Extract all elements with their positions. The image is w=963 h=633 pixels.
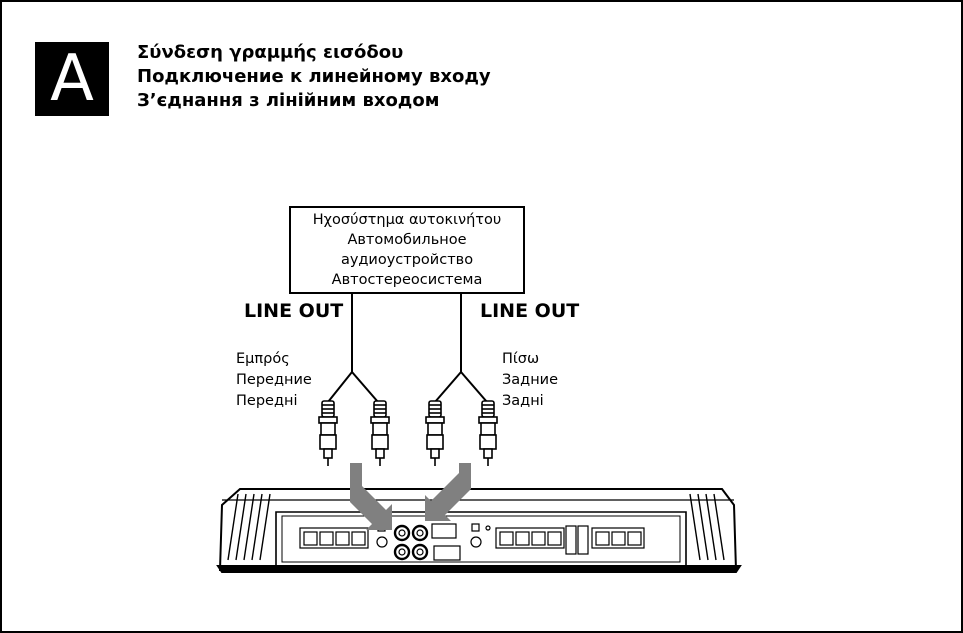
page-frame-bottom	[0, 631, 963, 633]
rca-inputs	[393, 524, 429, 561]
front-russian: Передние	[236, 372, 312, 388]
device-label-ukrainian: Автостереосистема	[331, 272, 483, 288]
device-label-russian-2: аудиоустройство	[340, 252, 474, 268]
arrow-rear	[425, 463, 471, 521]
connector-bottom	[433, 545, 461, 561]
front-ukrainian: Передні	[236, 393, 298, 409]
section-badge: A	[35, 42, 109, 116]
title-russian: Подключение к линейному входу	[137, 66, 491, 87]
rca-plug-rear-left	[425, 400, 445, 466]
amplifier-controls	[299, 523, 645, 561]
heatsink-fins-left	[227, 493, 271, 561]
connection-arrows	[350, 463, 471, 530]
fuses	[565, 525, 589, 555]
rca-plug-front-left	[318, 400, 338, 466]
speaker-terminals-center	[495, 527, 565, 549]
rca-plug-front-right	[370, 400, 390, 466]
heatsink-fins-right	[689, 493, 725, 561]
rca-plug-rear-right	[478, 400, 498, 466]
rear-labels: Πίσω Задние Задні	[502, 349, 558, 412]
left-cable	[327, 294, 379, 403]
rca-plugs	[318, 400, 498, 466]
right-cable	[434, 294, 488, 403]
connector-top	[431, 523, 457, 539]
section-titles: Σύνδεση γραμμής εισόδου Подключение к ли…	[137, 41, 491, 113]
rear-russian: Задние	[502, 372, 559, 388]
speaker-terminals-left	[299, 527, 369, 549]
front-labels: Εμπρός Передние Передні	[236, 349, 312, 412]
rear-ukrainian: Задні	[502, 393, 544, 409]
line-out-right-label: LINE OUT	[480, 300, 580, 322]
title-ukrainian: З’єднання з лінійним входом	[137, 90, 440, 111]
cables	[327, 294, 488, 403]
switch-right	[471, 523, 480, 532]
arrow-front	[350, 463, 392, 530]
power-terminals	[591, 527, 645, 549]
car-audio-device: Ηχοσύστημα αυτοκινήτου Автомобильное ауд…	[289, 206, 525, 294]
device-label-greek: Ηχοσύστημα αυτοκινήτου	[312, 212, 502, 228]
front-greek: Εμπρός	[236, 351, 290, 367]
knob-right	[470, 536, 482, 548]
knob-left	[376, 536, 388, 548]
line-out-left-label: LINE OUT	[244, 300, 344, 322]
section-letter: A	[50, 42, 94, 116]
device-label-russian-1: Автомобильное	[347, 232, 467, 248]
rear-greek: Πίσω	[502, 351, 540, 367]
title-greek: Σύνδεση γραμμής εισόδου	[137, 42, 404, 63]
